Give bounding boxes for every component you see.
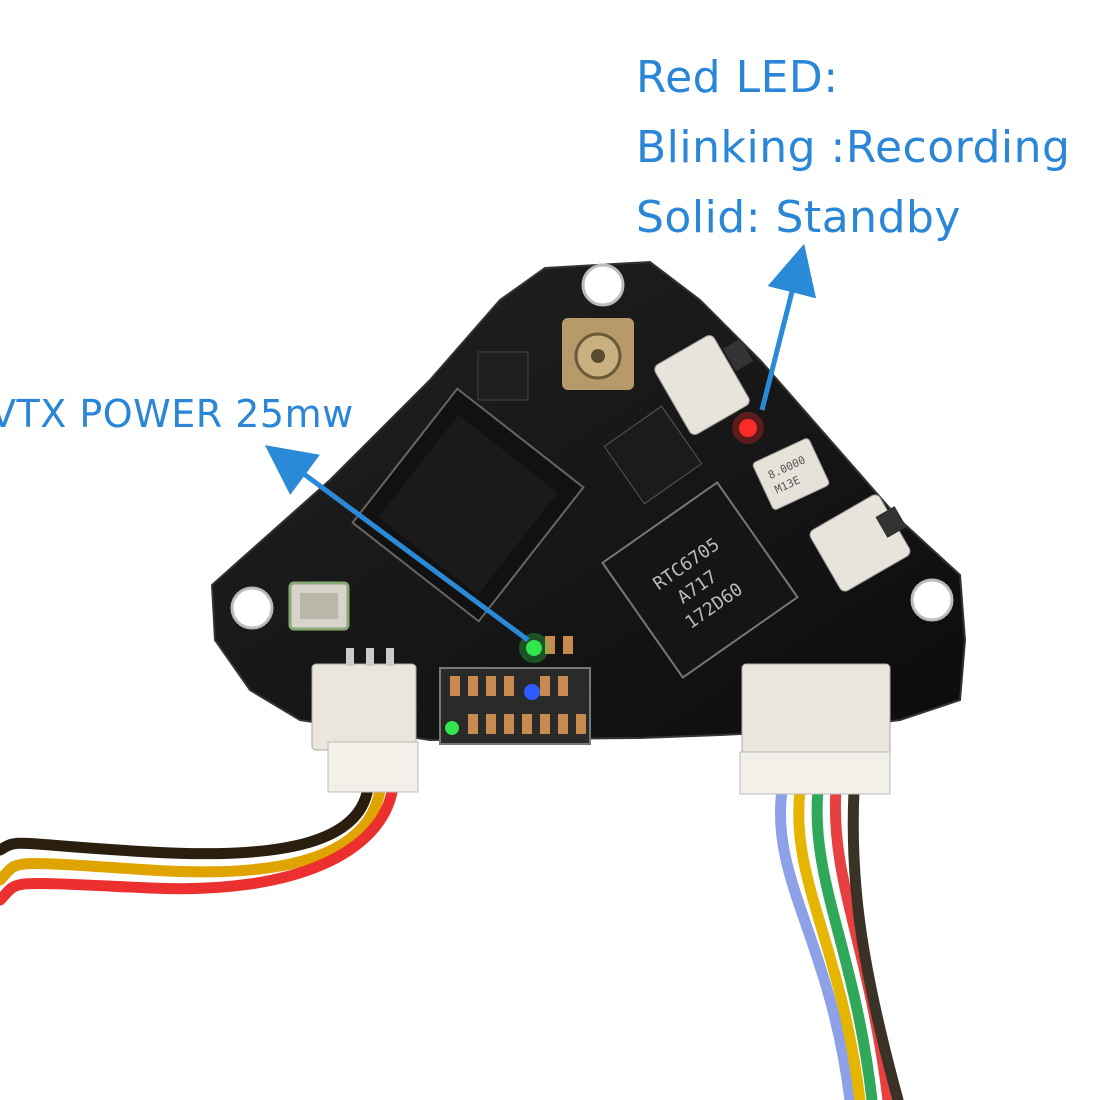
green-led-vtx bbox=[526, 640, 542, 656]
rtc6705-chip: RTC6705 A717 172D60 bbox=[601, 481, 799, 679]
red-led-arrow bbox=[759, 243, 817, 411]
button-top bbox=[654, 335, 754, 435]
antenna-connector bbox=[562, 318, 634, 390]
right-jst-connector bbox=[739, 663, 891, 795]
red-led bbox=[739, 419, 757, 437]
small-ic-top bbox=[477, 351, 529, 401]
smd-component-array bbox=[439, 636, 591, 745]
blue-led bbox=[524, 684, 540, 700]
vtx-power-text: VTX POWER 25mw bbox=[0, 392, 354, 436]
mounting-holes bbox=[230, 263, 954, 630]
red-led-title: Red LED: bbox=[636, 52, 839, 103]
vtx-power-arrow bbox=[264, 445, 530, 643]
small-ic-middle bbox=[603, 405, 703, 505]
large-qfp-chip bbox=[351, 387, 585, 623]
crystal-oscillator: 8.0000 M13E bbox=[752, 438, 830, 510]
left-wire-bundle bbox=[0, 782, 398, 906]
pcb-board bbox=[210, 260, 967, 742]
right-wire-bundle bbox=[774, 784, 904, 1100]
left-jst-connector bbox=[311, 648, 419, 793]
red-led-blinking-text: Blinking :Recording bbox=[636, 122, 1071, 173]
green-led-bottom bbox=[445, 721, 459, 735]
button-bottom bbox=[809, 494, 911, 592]
red-led-glow bbox=[732, 412, 764, 444]
red-led-solid-text: Solid: Standby bbox=[636, 192, 961, 243]
crystal-left bbox=[288, 581, 350, 631]
